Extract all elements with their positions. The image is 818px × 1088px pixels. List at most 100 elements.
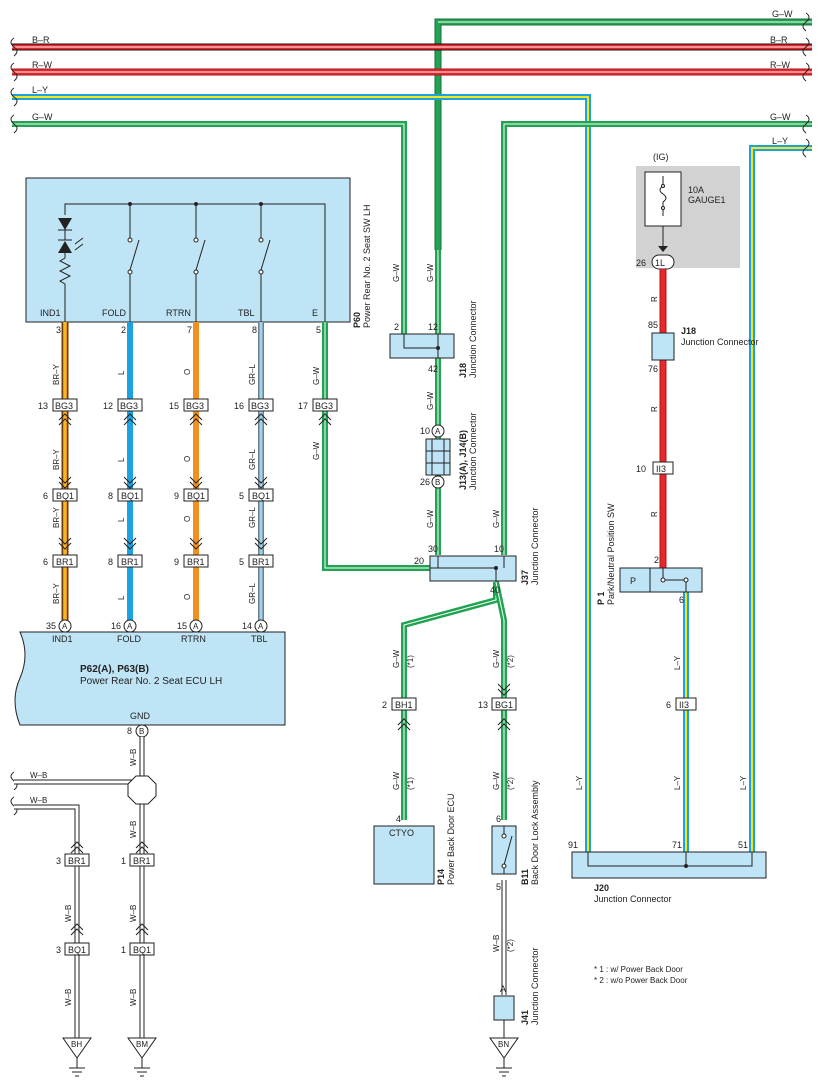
svg-text:J41: J41 — [520, 1010, 530, 1025]
svg-text:16: 16 — [111, 621, 121, 631]
wire-label-br: B–R — [32, 35, 50, 45]
svg-text:L: L — [117, 370, 126, 375]
bg3-connectors: BG3 BG3 BG3 BG3 BG3 13 12 15 16 17 — [38, 398, 338, 426]
j18-right: 85 76 J18 Junction Connector R R R — [648, 296, 759, 517]
svg-text:B11: B11 — [520, 869, 530, 885]
svg-text:L: L — [117, 457, 126, 462]
svg-text:L–Y: L–Y — [575, 775, 584, 790]
svg-text:12: 12 — [103, 401, 113, 411]
branch-connectors: G–W (*1) G–W (*2) BH1 BG1 2 13 G–W (*1) … — [382, 649, 517, 790]
svg-text:G–W: G–W — [492, 771, 501, 790]
p60-term-e: E — [312, 308, 318, 318]
svg-text:3: 3 — [56, 856, 61, 866]
svg-text:10: 10 — [636, 464, 646, 474]
svg-text:20: 20 — [414, 556, 424, 566]
p60-pins: 3 2 7 8 5 — [56, 325, 321, 335]
ground-bh-icon — [62, 1037, 92, 1059]
svg-text:R: R — [650, 511, 659, 517]
svg-text:10A: 10A — [688, 185, 704, 195]
svg-text:BQ1: BQ1 — [252, 491, 270, 501]
svg-text:13: 13 — [478, 700, 488, 710]
svg-text:W–B: W–B — [129, 821, 138, 838]
svg-text:1L: 1L — [655, 258, 665, 268]
svg-text:4: 4 — [396, 814, 401, 824]
ecu-code: P62(A), P63(B) — [80, 664, 149, 675]
svg-text:B: B — [139, 727, 144, 736]
svg-text:BR1: BR1 — [56, 557, 74, 567]
svg-text:P 1: P 1 — [596, 592, 606, 605]
svg-text:10: 10 — [420, 426, 430, 436]
svg-text:A: A — [435, 427, 441, 436]
svg-text:O: O — [183, 456, 192, 462]
svg-text:IND1: IND1 — [52, 634, 73, 644]
svg-text:BG3: BG3 — [315, 401, 333, 411]
svg-text:15: 15 — [169, 401, 179, 411]
svg-text:II3: II3 — [656, 464, 666, 474]
j41: A J41 Junction Connector BN — [489, 947, 540, 1077]
svg-text:2: 2 — [394, 322, 399, 332]
svg-text:1: 1 — [121, 856, 126, 866]
svg-text:J18: J18 — [458, 363, 468, 378]
j20: 91 71 51 J20 Junction Connector — [568, 840, 767, 904]
fuse-box: (IG) 10A GAUGE1 1L 26 — [636, 152, 740, 270]
svg-text:12: 12 — [428, 322, 438, 332]
svg-text:BR–Y: BR–Y — [52, 582, 61, 604]
j13-j14: A 10 B 26 J13(A), J14(B) Junction Connec… — [420, 412, 501, 528]
svg-text:85: 85 — [648, 320, 658, 330]
svg-text:G–W: G–W — [426, 509, 435, 528]
svg-text:BG3: BG3 — [120, 401, 138, 411]
svg-text:51: 51 — [738, 840, 748, 850]
svg-text:2: 2 — [121, 325, 126, 335]
svg-text:2: 2 — [654, 555, 659, 565]
svg-text:J37: J37 — [520, 570, 530, 585]
svg-text:A: A — [62, 622, 68, 631]
svg-text:14: 14 — [242, 621, 252, 631]
wire-label-gw-right: G–W — [770, 112, 791, 122]
wire-label-gw-top: G–W — [772, 9, 793, 19]
svg-text:W–B: W–B — [64, 989, 73, 1006]
svg-text:BR1: BR1 — [252, 557, 270, 567]
p60-switch: IND1 FOLD RTRN TBL E P60 Power Rear No. … — [25, 177, 372, 328]
svg-text:BR1: BR1 — [187, 557, 205, 567]
svg-text:O: O — [183, 516, 192, 522]
svg-text:BQ1: BQ1 — [68, 945, 86, 955]
svg-text:17: 17 — [298, 401, 308, 411]
svg-text:26: 26 — [636, 258, 646, 268]
ecu-name: Power Rear No. 2 Seat ECU LH — [80, 676, 222, 687]
j37: 30 10 20 40 J37 Junction Connector — [414, 507, 540, 595]
ground-wiring: W–B W–B W–B W–B W–B W–B W–B W–B BR1 BR1 … — [14, 737, 157, 1077]
svg-text:G–W: G–W — [312, 366, 321, 385]
svg-text:J18: J18 — [681, 326, 696, 336]
svg-text:GR–L: GR–L — [248, 449, 257, 470]
svg-text:(*1): (*1) — [406, 777, 415, 790]
wire-label-br-right: B–R — [770, 35, 788, 45]
svg-text:P: P — [630, 576, 636, 586]
svg-text:91: 91 — [568, 840, 578, 850]
p60-term-ind1: IND1 — [40, 308, 61, 318]
svg-text:A: A — [258, 622, 264, 631]
svg-text:G–W: G–W — [392, 649, 401, 668]
svg-text:5: 5 — [239, 491, 244, 501]
splice-octagon — [127, 775, 157, 805]
svg-text:L: L — [117, 517, 126, 522]
svg-text:8: 8 — [108, 491, 113, 501]
svg-text:GR–L: GR–L — [248, 364, 257, 385]
ecu-body — [14, 631, 286, 726]
svg-text:G–W: G–W — [492, 649, 501, 668]
svg-text:42: 42 — [428, 364, 438, 374]
svg-text:A: A — [193, 622, 199, 631]
svg-text:BH1: BH1 — [395, 700, 413, 710]
svg-text:6: 6 — [496, 814, 501, 824]
seat-ecu: A A A A 35 16 15 14 IND1 FOLD RTRN TBL P… — [14, 619, 286, 738]
svg-text:W–B: W–B — [129, 989, 138, 1006]
svg-text:2: 2 — [382, 700, 387, 710]
svg-text:9: 9 — [174, 557, 179, 567]
svg-text:J20: J20 — [594, 883, 609, 893]
diode-icon — [58, 218, 72, 230]
svg-text:W–B: W–B — [64, 905, 73, 922]
svg-text:8: 8 — [127, 726, 132, 736]
svg-text:BN: BN — [498, 1040, 509, 1049]
br1-connectors: BR1 BR1 BR1 BR1 6 8 9 5 — [43, 537, 274, 568]
svg-text:L–Y: L–Y — [739, 775, 748, 790]
svg-text:BR1: BR1 — [68, 856, 86, 866]
